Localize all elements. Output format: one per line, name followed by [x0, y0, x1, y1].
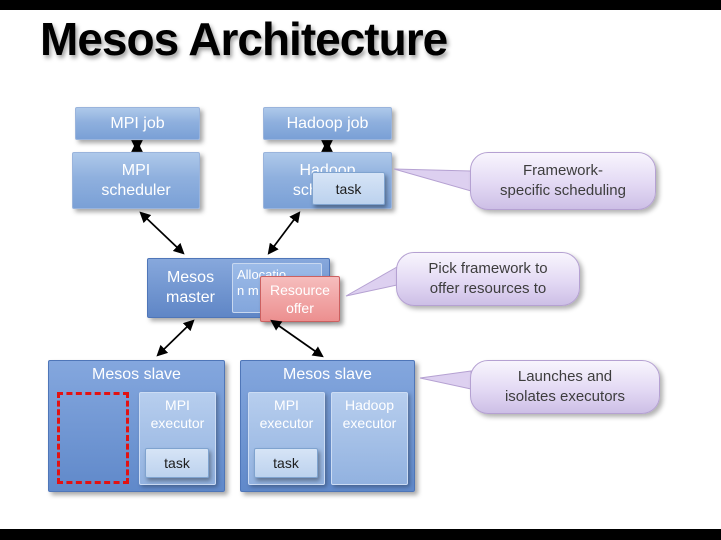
mpi-scheduler-box: MPI scheduler — [72, 152, 200, 209]
arrow-hadoop-scheduler-master — [267, 211, 301, 255]
callout-tail-launches — [419, 370, 472, 390]
red-dashed-placeholder — [57, 392, 129, 484]
task-box-right: task — [254, 448, 318, 478]
pick-framework-callout: Pick framework to offer resources to — [396, 252, 580, 306]
bottom-letterbox — [0, 529, 721, 540]
page-title: Mesos Architecture — [40, 13, 448, 65]
callout-tail-framework — [393, 168, 472, 192]
arrow-mpi-scheduler-master — [139, 211, 185, 255]
mpi-job-box: MPI job — [75, 107, 200, 140]
arrow-master-slave-left — [156, 319, 195, 357]
task-box-scheduler: task — [312, 172, 385, 205]
framework-scheduling-callout: Framework- specific scheduling — [470, 152, 656, 210]
task-box-left: task — [145, 448, 209, 478]
hadoop-executor-box: Hadoop executor — [331, 392, 408, 485]
arrow-master-slave-right — [270, 319, 324, 358]
hadoop-job-box: Hadoop job — [263, 107, 392, 140]
mesos-master-label: Mesos master — [166, 269, 215, 306]
resource-offer-box: Resource offer — [260, 276, 340, 322]
top-letterbox — [0, 0, 721, 10]
launches-executors-callout: Launches and isolates executors — [470, 360, 660, 414]
callout-tail-pick — [345, 266, 398, 297]
